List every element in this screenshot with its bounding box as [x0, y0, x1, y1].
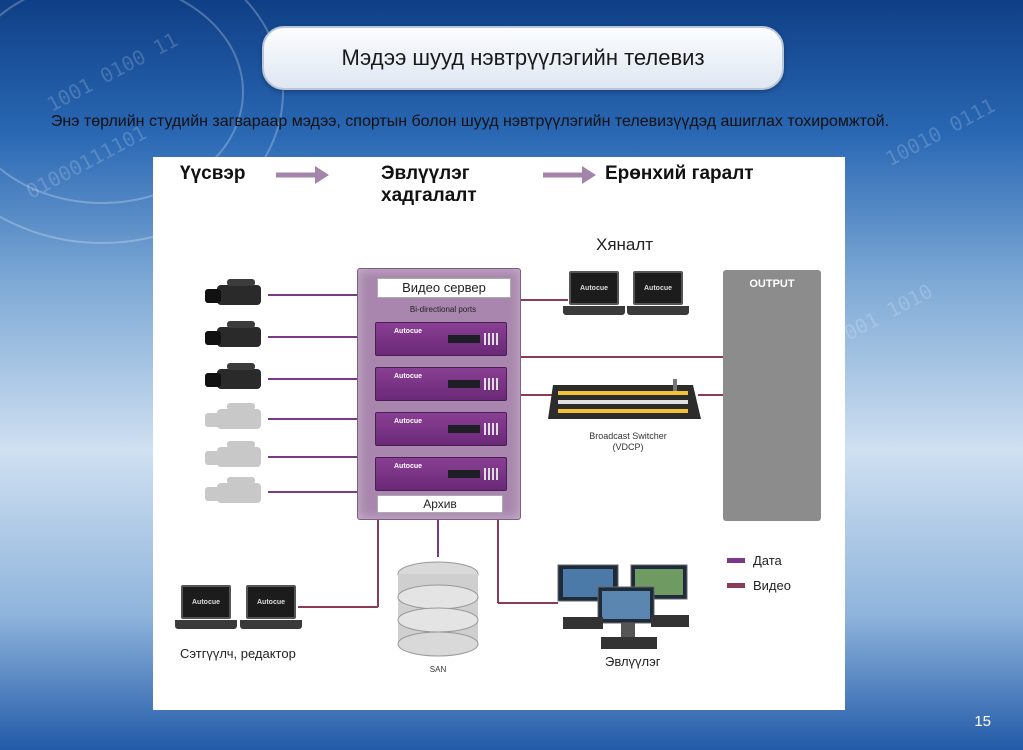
switcher-sub-label: (VDCP) — [612, 442, 644, 452]
server-unit: Autocue — [375, 367, 507, 401]
legend-data-swatch — [727, 558, 745, 563]
editor-label: Эвлүүлэг — [605, 654, 661, 669]
monitor-laptop: Autocue — [627, 271, 689, 321]
server-brand: Autocue — [394, 328, 422, 335]
laptop-screen: Autocue — [181, 585, 231, 619]
video-camera-icon — [203, 277, 269, 313]
legend-video-swatch — [727, 583, 745, 588]
laptop-screen: Autocue — [633, 271, 683, 305]
slide-title: Мэдээ шууд нэвтрүүлэгийн телевиз — [262, 26, 784, 90]
video-server-label: Видео сервер — [377, 278, 511, 298]
journalist-laptop: Autocue — [175, 585, 237, 635]
laptop-screen: Autocue — [569, 271, 619, 305]
archive-label: Архив — [377, 495, 503, 513]
video-camera-icon — [203, 475, 269, 511]
editing-workstation-icon — [557, 564, 689, 649]
video-camera-icon — [203, 361, 269, 397]
journalist-laptop: Autocue — [240, 585, 302, 635]
stage-source-label: Үүсвэр — [180, 163, 246, 184]
output-panel: OUTPUT — [723, 270, 821, 521]
monitoring-label: Хяналт — [596, 235, 654, 254]
diagram-panel: Үүсвэр Эвлүүлэг хадгалалт Ерөнхий гаралт… — [153, 157, 845, 710]
san-label: SAN — [429, 665, 447, 674]
san-storage-icon — [397, 561, 479, 657]
ports-label: Bi-directional ports — [409, 305, 477, 314]
legend-video-label: Видео — [753, 578, 791, 593]
stage-output-label: Ерөнхий гаралт — [605, 163, 754, 184]
video-camera-icon — [203, 401, 269, 437]
output-title: OUTPUT — [749, 278, 795, 290]
stage-edit-storage-label: Эвлүүлэг хадгалалт — [381, 163, 477, 206]
legend-data-label: Дата — [753, 553, 782, 568]
server-brand: Autocue — [394, 418, 422, 425]
server-unit: Autocue — [375, 457, 507, 491]
monitor-laptop: Autocue — [563, 271, 625, 321]
output-links — [298, 299, 723, 608]
journalists-label: Сэтгүүлч, редактор — [180, 646, 296, 661]
stage-arrow — [276, 166, 329, 184]
video-camera-icon — [203, 439, 269, 475]
server-brand: Autocue — [394, 463, 422, 470]
video-camera-icon — [203, 319, 269, 355]
stage-arrow — [543, 166, 596, 184]
broadcast-switcher-icon — [548, 379, 701, 419]
laptop-screen: Autocue — [246, 585, 296, 619]
switcher-label: Broadcast Switcher — [589, 431, 667, 441]
server-unit: Autocue — [375, 412, 507, 446]
page-number: 15 — [974, 713, 991, 730]
camera-links — [268, 294, 357, 493]
slide-subtitle: Энэ төрлийн студийн загвараар мэдээ, спо… — [50, 113, 890, 130]
server-unit: Autocue — [375, 322, 507, 356]
server-brand: Autocue — [394, 373, 422, 380]
